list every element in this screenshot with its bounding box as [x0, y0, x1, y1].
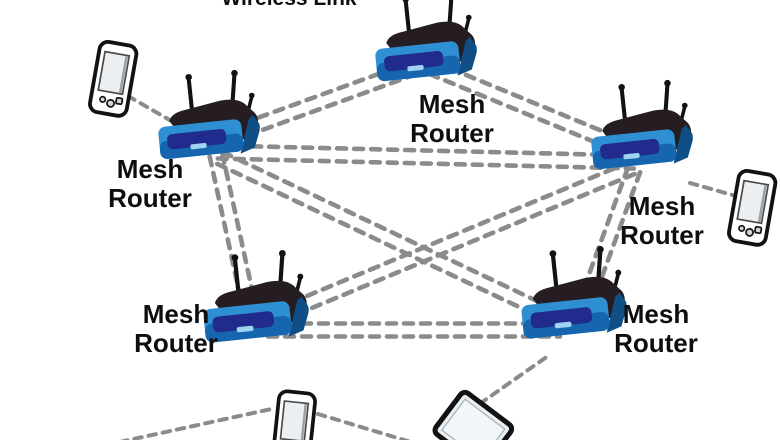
wireless-link-top-right: [427, 71, 636, 161]
wireless-link-top-right: [432, 59, 641, 149]
wireless-link-phone-bottom-offscreen-right: [316, 412, 412, 440]
wireless-link-left-bottom-right: [220, 149, 572, 319]
network-nodes-layer: [86, 0, 779, 440]
wireless-link-offscreen-left-phone-bottom: [119, 406, 278, 440]
mesh-router-node-bottom-right: [521, 246, 627, 339]
mesh-router-node-right: [591, 80, 693, 170]
pda-right-device: [725, 167, 779, 249]
phone-bottom-device: [270, 388, 318, 440]
laptop-bottom-device: [433, 390, 514, 440]
wireless-link-left-right: [215, 156, 637, 171]
wireless-link-right-bottom-right: [583, 169, 643, 323]
wireless-link-right-bottom-left: [261, 159, 632, 317]
wireless-link-left-right: [215, 143, 637, 158]
mesh-router-node-bottom-left: [203, 250, 309, 343]
pda-left-device: [86, 38, 140, 120]
mesh-router-node-left: [158, 70, 260, 160]
mesh-router-node-top: [375, 0, 477, 82]
wireless-link-left-bottom-right: [214, 161, 566, 331]
wireless-link-right-bottom-left: [266, 171, 637, 329]
wireless-links-layer: [119, 55, 738, 440]
wireless-link-right-pda-right: [688, 181, 738, 198]
wireless-link-right-bottom-right: [571, 165, 631, 319]
